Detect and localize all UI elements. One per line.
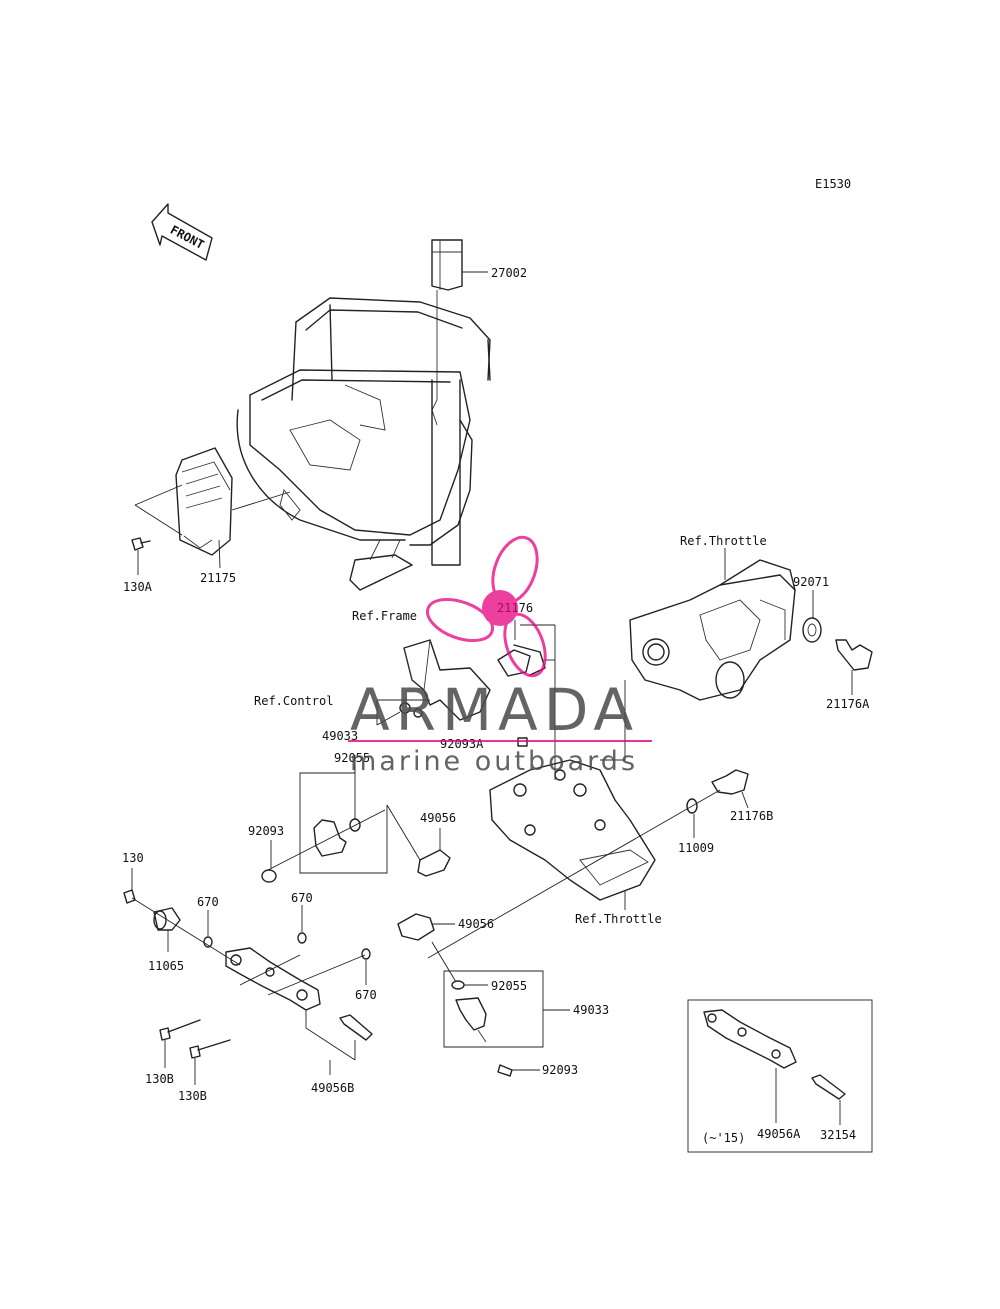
washer-670-c (361, 948, 371, 985)
link-line-throttle (600, 680, 626, 761)
sensor-21176B (711, 769, 749, 809)
inset-note: (~'15) (702, 1131, 745, 1145)
label-21176A: 21176A (826, 697, 870, 711)
fuel-rail-49056B (225, 947, 373, 1075)
propeller-logo-icon (425, 535, 547, 678)
watermark: ARMADA marine outboards (348, 535, 652, 777)
bolt-130 (123, 868, 241, 966)
label-92093-top: 92093 (248, 824, 284, 838)
label-130B-b: 130B (178, 1089, 207, 1103)
sensor-21176A (835, 639, 873, 695)
label-670-a: 670 (197, 895, 219, 909)
label-11009: 11009 (678, 841, 714, 855)
label-11065: 11065 (148, 959, 184, 973)
oring-11009 (427, 789, 721, 959)
label-27002: 27002 (491, 266, 527, 280)
front-label: FRONT (168, 223, 206, 252)
bolt-130A (131, 537, 151, 575)
bolt-130B-b (189, 1039, 231, 1085)
spacer-11065 (153, 907, 181, 952)
label-49056-top: 49056 (420, 811, 456, 825)
injector-49056-top (417, 828, 451, 877)
label-ref-throttle-bottom: Ref.Throttle (575, 912, 662, 926)
washer-670-b (297, 905, 307, 944)
label-92055-top: 92055 (334, 751, 370, 765)
bolt-130B-a (159, 1019, 201, 1068)
diagram-code: E1530 (815, 177, 851, 191)
label-92055-bottom: 92055 (491, 979, 527, 993)
frame-structure (236, 297, 491, 591)
front-arrow-icon: FRONT (151, 203, 213, 261)
label-ref-throttle-top: Ref.Throttle (680, 534, 767, 548)
washer-670-a (203, 910, 213, 948)
label-ref-control: Ref.Control (254, 694, 333, 708)
seal-92071 (802, 590, 822, 643)
watermark-tagline: marine outboards (350, 746, 638, 777)
connector-27002 (431, 239, 488, 426)
label-21176B: 21176B (730, 809, 773, 823)
label-130A: 130A (123, 580, 153, 594)
watermark-brand: ARMADA (350, 676, 639, 744)
label-92071: 92071 (793, 575, 829, 589)
label-130B-a: 130B (145, 1072, 174, 1086)
label-49056A: 49056A (757, 1127, 801, 1141)
throttle-body-bottom (489, 759, 656, 910)
label-670-b: 670 (291, 891, 313, 905)
inset-box: 49056A 32154 (~'15) (687, 999, 873, 1153)
label-130: 130 (122, 851, 144, 865)
injector-assembly-bottom (431, 941, 570, 1077)
label-49056B: 49056B (311, 1081, 354, 1095)
injector-49056-mid (397, 913, 455, 941)
injector-assembly-top: 49033 92055 92093 (248, 729, 421, 883)
label-21175: 21175 (200, 571, 236, 585)
label-49056-mid: 49056 (458, 917, 494, 931)
label-49033-top: 49033 (322, 729, 358, 743)
ecu-21175 (134, 447, 291, 569)
label-92093-bottom: 92093 (542, 1063, 578, 1077)
label-ref-frame: Ref.Frame (352, 609, 417, 623)
label-32154: 32154 (820, 1128, 856, 1142)
throttle-body-top (629, 548, 796, 701)
label-670-c: 670 (355, 988, 377, 1002)
label-49033-bottom: 49033 (573, 1003, 609, 1017)
